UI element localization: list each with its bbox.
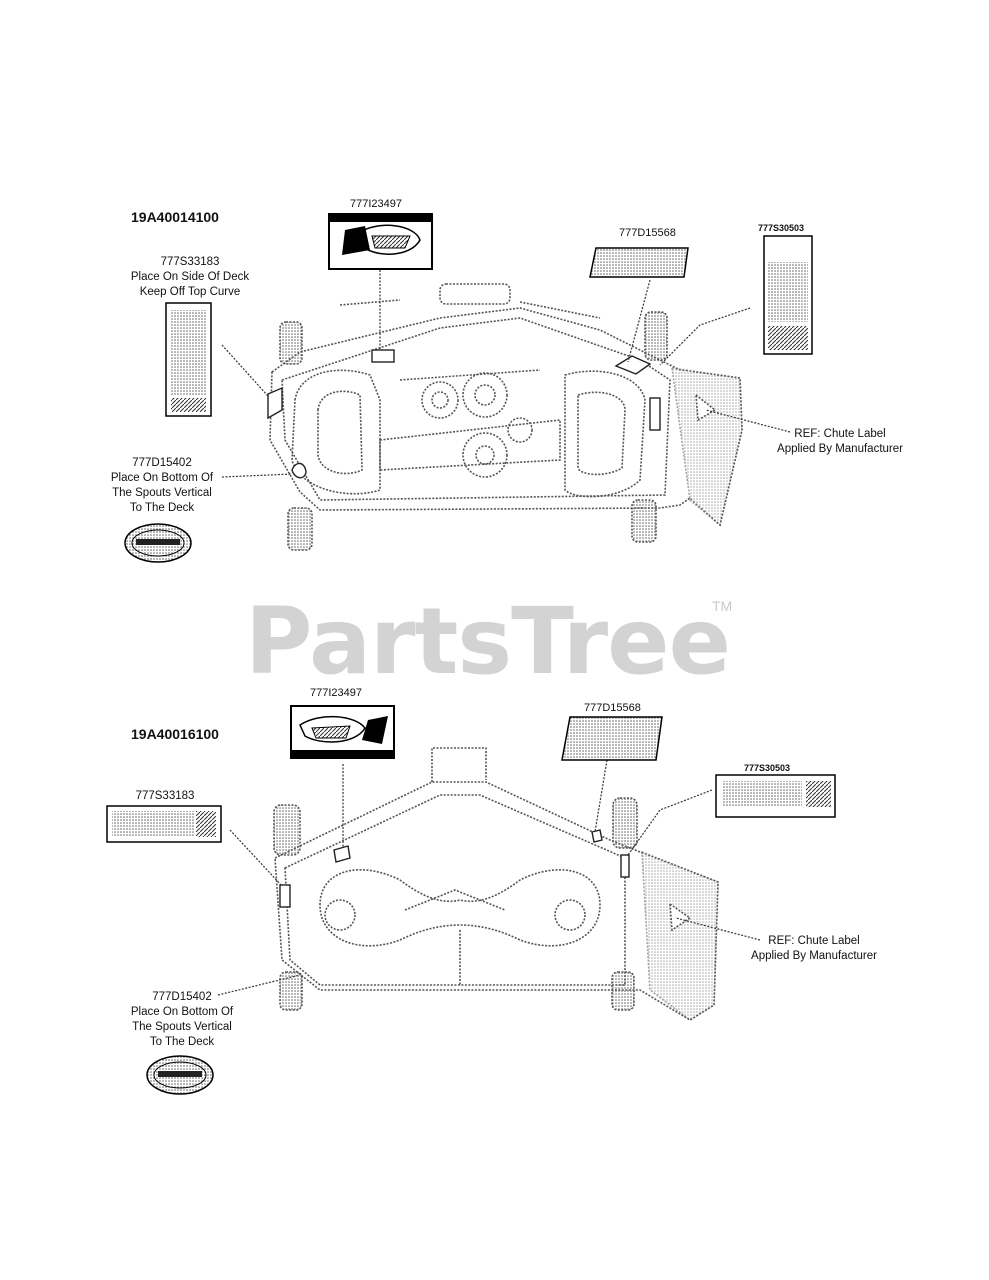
bottom-spout-decal-part[interactable]: 777D15402 [152, 991, 212, 1003]
top-deck-size-decal-art [589, 247, 689, 278]
top-right-warning-part[interactable]: 777S30503 [758, 223, 805, 233]
top-spout-decal-line1: Place On Bottom Of [110, 472, 214, 484]
bottom-chute-line1: REF: Chute Label [768, 935, 860, 947]
bottom-deck-size-decal-art [561, 716, 663, 761]
watermark-brand: PartsTree [245, 588, 731, 695]
bottom-spout-decal-line1: Place On Bottom Of [130, 1006, 234, 1018]
top-spout-oval-decal-art [124, 523, 192, 563]
bottom-deck-size-decal-part[interactable]: 777D15568 [584, 702, 641, 714]
top-chute-line2: Applied By Manufacturer [777, 443, 903, 455]
top-side-decal-line1: Place On Side Of Deck [130, 271, 250, 283]
top-center-decal-art [328, 213, 433, 270]
top-center-decal-part[interactable]: 777I23497 [350, 198, 402, 210]
bottom-model-number: 19A40016100 [131, 726, 219, 742]
top-side-decal-art [165, 302, 212, 417]
top-spout-decal-line3: To The Deck [129, 502, 195, 514]
top-side-decal-line2: Keep Off Top Curve [139, 286, 241, 298]
bottom-center-decal-art [290, 705, 395, 759]
bottom-right-warning-part[interactable]: 777S30503 [744, 763, 791, 773]
top-spout-decal-line2: The Spouts Vertical [112, 487, 212, 499]
top-right-warning-decal-art [763, 235, 813, 355]
bottom-spout-decal-line2: The Spouts Vertical [132, 1021, 232, 1033]
top-chute-line1: REF: Chute Label [794, 428, 886, 440]
bottom-right-warning-decal-art [715, 774, 836, 818]
bottom-side-decal-art [106, 805, 222, 843]
bottom-side-decal-part[interactable]: 777S33183 [135, 790, 195, 802]
top-model-number: 19A40014100 [131, 209, 219, 225]
top-deck-placed-decals [267, 349, 661, 479]
bottom-center-decal-part[interactable]: 777I23497 [310, 687, 362, 699]
watermark-tm: TM [712, 598, 733, 614]
bottom-deck-placed-decals [279, 829, 630, 908]
top-leader-lines [221, 270, 791, 478]
bottom-chute-line2: Applied By Manufacturer [751, 950, 877, 962]
top-deck-size-decal-part[interactable]: 777D15568 [619, 227, 676, 239]
bottom-mower-deck [273, 747, 719, 1021]
bottom-leader-lines [217, 759, 761, 996]
bottom-spout-decal-line3: To The Deck [149, 1036, 215, 1048]
top-mower-deck [269, 283, 743, 551]
bottom-spout-oval-decal-art [146, 1055, 214, 1095]
top-side-decal-part[interactable]: 777S33183 [160, 256, 220, 268]
top-spout-decal-part[interactable]: 777D15402 [132, 457, 192, 469]
